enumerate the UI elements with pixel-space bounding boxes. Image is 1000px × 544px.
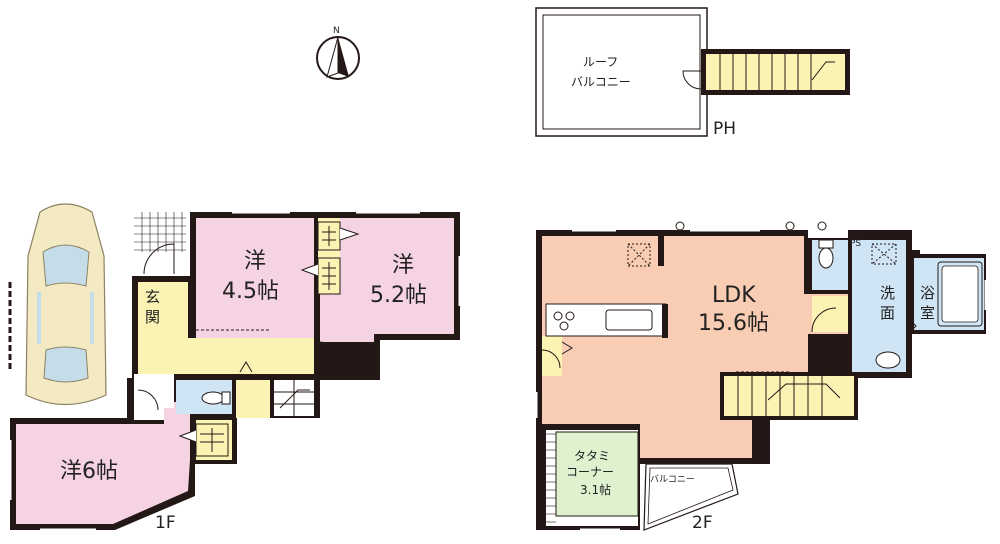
western-room-a-name: 洋 <box>244 249 266 274</box>
western-room-b-size: 5.2帖 <box>370 283 427 308</box>
washroom-label-line1: 洗 <box>880 284 895 302</box>
western-room-a-size: 4.5帖 <box>222 279 279 304</box>
tatami-size: 3.1帖 <box>580 482 611 497</box>
first-floor-plan: 洋 4.5帖 洋 5.2帖 洋6帖 玄 関 1F <box>8 202 462 533</box>
bathroom-label-line1: 浴 <box>920 284 935 302</box>
ldk-size: 15.6帖 <box>698 311 769 336</box>
bathroom-label-line2: 室 <box>920 304 935 322</box>
ldk-name: LDK <box>712 283 756 308</box>
entrance-label-line2: 関 <box>145 308 160 326</box>
roof-balcony-label-line1: ルーフ <box>583 55 618 69</box>
entrance-label-line1: 玄 <box>145 288 160 306</box>
parked-car-icon <box>8 202 130 410</box>
north-compass-icon: N <box>316 26 360 80</box>
tatami-label-line1: タタミ <box>574 449 610 463</box>
tatami-label-line2: コーナー <box>566 465 614 479</box>
western-room-c-label: 洋6帖 <box>60 459 118 484</box>
balcony-label: バルコニー <box>650 474 695 485</box>
second-floor-plan: LDK 15.6帖 洗 面 浴 室 タタミ コーナー 3.1帖 バルコニー PS… <box>534 221 988 533</box>
penthouse-plan: ルーフ バルコニー PH <box>535 7 850 139</box>
floor2-label: 2F <box>692 513 713 533</box>
washroom-label-line2: 面 <box>880 304 895 322</box>
compass-north-label: N <box>333 26 340 36</box>
western-room-b-name: 洋 <box>392 253 414 278</box>
roof-balcony-label-line2: バルコニー <box>571 75 631 89</box>
penthouse-floor-label: PH <box>713 119 736 139</box>
floor1-label: 1F <box>155 513 176 533</box>
pipe-space-label: PS <box>850 239 861 249</box>
